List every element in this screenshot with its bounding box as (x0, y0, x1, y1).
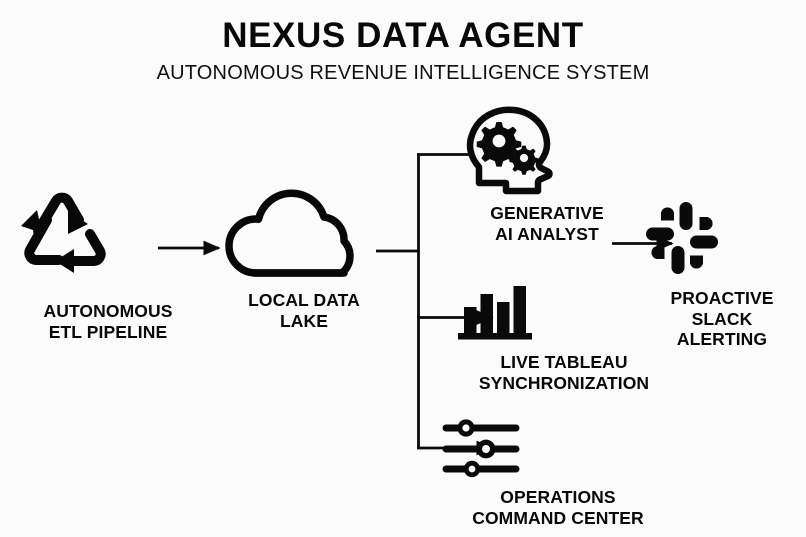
node-label: AUTONOMOUS ETL PIPELINE (43, 301, 173, 342)
sliders-icon (440, 418, 676, 478)
node-proactive-slack-alerting: PROACTIVE SLACK ALERTING (642, 198, 802, 350)
head-gears-icon (462, 105, 632, 197)
page-title: NEXUS DATA AGENT (222, 16, 584, 55)
node-operations-command-center: OPERATIONS COMMAND CENTER (440, 418, 676, 528)
node-local-data-lake: LOCAL DATA LAKE (220, 185, 388, 331)
node-generative-ai-analyst: GENERATIVE AI ANALYST (462, 105, 632, 244)
node-label: PROACTIVE SLACK ALERTING (670, 288, 774, 350)
cloud-icon (220, 185, 388, 281)
node-label: OPERATIONS COMMAND CENTER (472, 487, 644, 528)
recycle-icon (8, 190, 208, 290)
node-autonomous-etl-pipeline: AUTONOMOUS ETL PIPELINE (8, 190, 208, 342)
node-label: GENERATIVE AI ANALYST (490, 203, 604, 244)
node-label: LIVE TABLEAU SYNCHRONIZATION (478, 352, 650, 393)
node-live-tableau-synchronization: LIVE TABLEAU SYNCHRONIZATION (452, 285, 676, 393)
node-label: LOCAL DATA LAKE (248, 290, 360, 331)
bar-chart-icon (452, 285, 676, 341)
edge-lake-to-branch (376, 154, 420, 449)
slack-icon (642, 198, 802, 278)
page-subtitle: AUTONOMOUS REVENUE INTELLIGENCE SYSTEM (156, 62, 650, 84)
